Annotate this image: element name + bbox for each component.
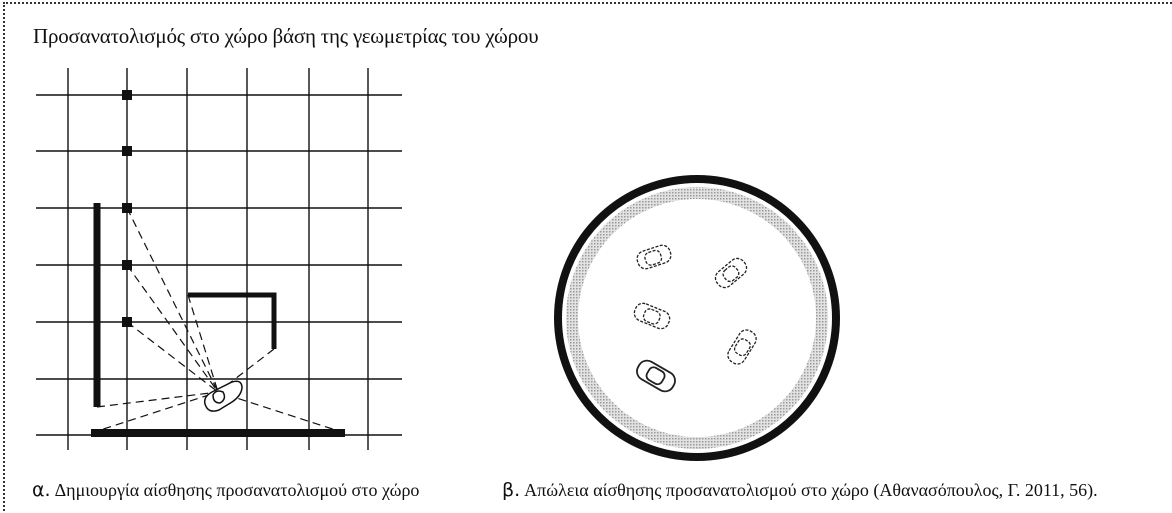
observer-figure xyxy=(203,380,243,412)
dotted-ring xyxy=(566,187,828,449)
caption-b-marker: β. xyxy=(502,479,521,501)
grid-vertical-lines xyxy=(67,68,369,450)
figure-frame xyxy=(3,2,1172,511)
caption-a-marker: α. xyxy=(32,479,51,501)
diagram-b xyxy=(554,175,840,461)
caption-b-text: Απώλεια αίσθησης προσανατολισμού στο χώρ… xyxy=(524,480,1098,500)
caption-a: α.Δημιουργία αίσθησης προσανατολισμού στ… xyxy=(32,479,419,501)
walls xyxy=(91,203,345,437)
diagram-a xyxy=(36,68,402,450)
scattered-figures xyxy=(633,244,757,393)
caption-b: β.Απώλεια αίσθησης προσανατολισμού στο χ… xyxy=(502,479,1098,501)
caption-a-text: Δημιουργία αίσθησης προσανατολισμού στο … xyxy=(54,480,420,500)
circular-wall xyxy=(554,175,840,461)
figure-title: Προσανατολισμός στο χώρο βάση της γεωμετ… xyxy=(33,24,539,48)
grid-horizontal-lines xyxy=(36,94,402,436)
